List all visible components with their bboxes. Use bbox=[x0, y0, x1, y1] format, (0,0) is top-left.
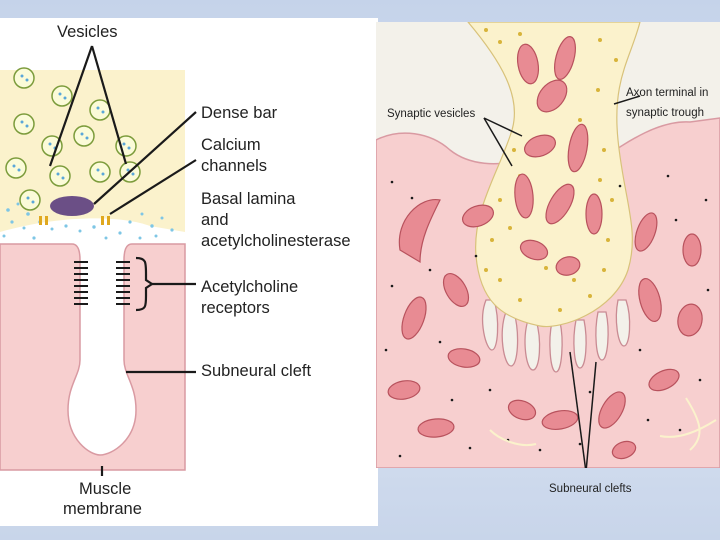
muscle-fiber bbox=[0, 244, 185, 470]
label-basal-lamina-line2: and bbox=[201, 211, 229, 230]
label-muscle-membrane-line1: Muscle bbox=[79, 480, 131, 499]
label-subneural-clefts: Subneural clefts bbox=[549, 482, 631, 496]
label-subneural-cleft: Subneural cleft bbox=[201, 362, 311, 381]
label-calcium-channels-line2: channels bbox=[201, 157, 267, 176]
label-synaptic-vesicles: Synaptic vesicles bbox=[387, 107, 475, 121]
label-muscle-membrane-line2: membrane bbox=[63, 500, 142, 519]
label-basal-lamina-line3: acetylcholinesterase bbox=[201, 232, 351, 251]
dense-bar bbox=[50, 196, 94, 216]
label-calcium-channels-line1: Calcium bbox=[201, 136, 261, 155]
schematic-junction-panel: Vesicles Dense bar Calcium channels Basa… bbox=[0, 18, 378, 526]
label-vesicles: Vesicles bbox=[57, 23, 118, 42]
schematic-junction-drawing bbox=[0, 18, 378, 526]
label-acetylcholine-receptors-line1: Acetylcholine bbox=[201, 278, 298, 297]
label-basal-lamina-line1: Basal lamina bbox=[201, 190, 295, 209]
label-axon-terminal-line2: synaptic trough bbox=[626, 106, 704, 120]
histology-junction-panel: Synaptic vesicles Axon terminal in synap… bbox=[376, 22, 720, 468]
label-acetylcholine-receptors-line2: receptors bbox=[201, 299, 270, 318]
label-dense-bar: Dense bar bbox=[201, 104, 277, 123]
acetylcholine-receptor-bars bbox=[74, 262, 130, 304]
label-axon-terminal-line1: Axon terminal in bbox=[626, 86, 708, 100]
